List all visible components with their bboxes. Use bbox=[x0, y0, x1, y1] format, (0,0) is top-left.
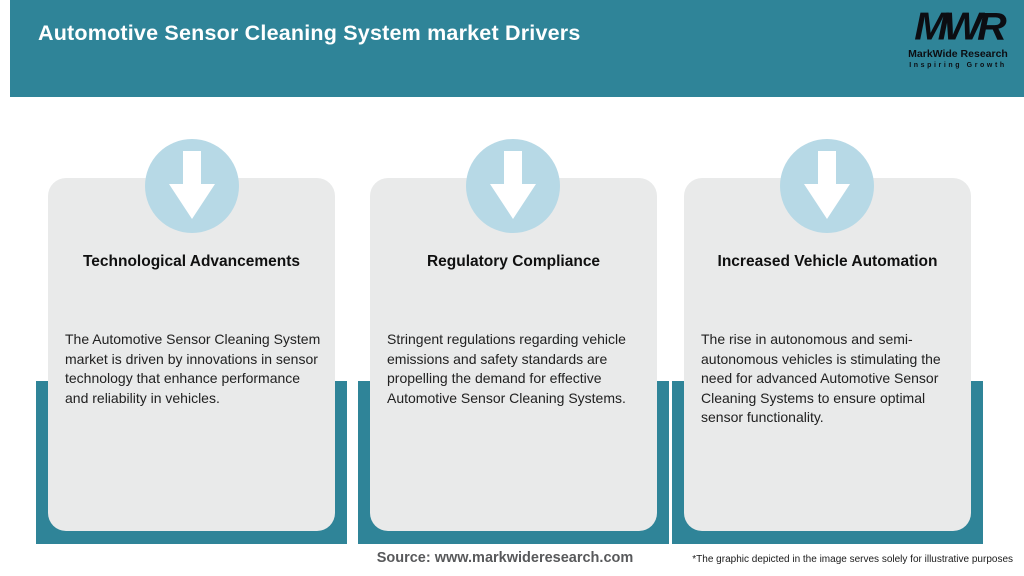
source-attribution: Source: www.markwideresearch.com bbox=[376, 550, 634, 566]
logo-monogram: MWR bbox=[914, 4, 1006, 48]
card-title: Increased Vehicle Automation bbox=[717, 253, 938, 270]
card-description: The rise in autonomous and semi-autonomo… bbox=[701, 331, 941, 425]
driver-card-increased-vehicle-automation: Increased Vehicle Automation The rise in… bbox=[684, 178, 971, 531]
card-title: Technological Advancements bbox=[82, 253, 301, 270]
logo-name: MarkWide Research bbox=[908, 48, 1008, 60]
markwide-research-logo: MWR MarkWide Research Inspiring Growth bbox=[900, 6, 1016, 69]
disclaimer-note: *The graphic depicted in the image serve… bbox=[692, 554, 1013, 565]
driver-card-technological-advancements: Technological Advancements The Automotiv… bbox=[48, 178, 335, 531]
card-description: Stringent regulations regarding vehicle … bbox=[387, 331, 626, 406]
card-description: The Automotive Sensor Cleaning System ma… bbox=[65, 331, 321, 406]
down-arrow-icon bbox=[145, 139, 239, 233]
down-arrow-icon bbox=[780, 139, 874, 233]
down-arrow-icon bbox=[466, 139, 560, 233]
logo-tagline: Inspiring Growth bbox=[909, 61, 1007, 69]
driver-card-regulatory-compliance: Regulatory Compliance Stringent regulati… bbox=[370, 178, 657, 531]
card-title: Regulatory Compliance bbox=[426, 253, 601, 270]
header-banner: Automotive Sensor Cleaning System market… bbox=[10, 0, 1024, 97]
page-title: Automotive Sensor Cleaning System market… bbox=[38, 21, 581, 45]
